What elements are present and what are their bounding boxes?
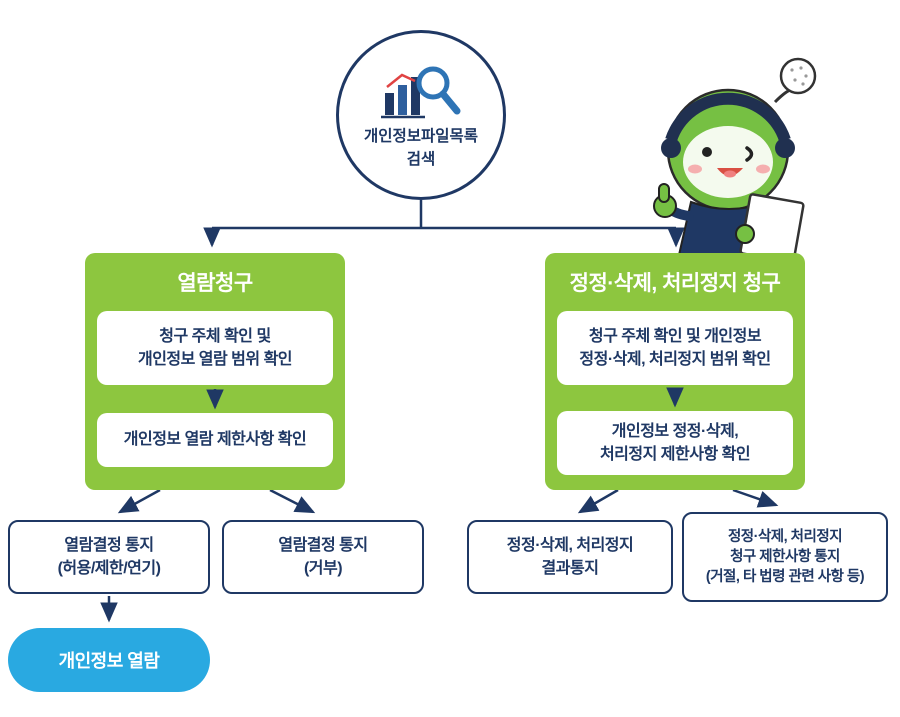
left-branch-title: 열람청구	[177, 272, 253, 295]
result-pill: 개인정보 열람	[8, 628, 210, 692]
right-branch-title: 정정·삭제, 처리정지 청구	[569, 272, 781, 295]
root-node-label: 개인정보파일목록 검색	[363, 127, 479, 168]
right-step-1: 청구 주체 확인 및 개인정보 정정·삭제, 처리정지 범위 확인	[557, 311, 793, 385]
chart-search-icon	[381, 66, 461, 118]
left-branch-box: 열람청구 청구 주체 확인 및 개인정보 열람 범위 확인 개인정보 열람 제한…	[85, 253, 345, 490]
right-outcome-restriction-box: 정정·삭제, 처리정지 청구 제한사항 통지 (거절, 타 법령 관련 사항 등…	[682, 512, 888, 602]
right-outcome-result-box: 정정·삭제, 처리정지 결과통지	[467, 520, 673, 594]
left-outcome-deny-box: 열람결정 통지 (거부)	[222, 520, 424, 594]
right-branch-box: 정정·삭제, 처리정지 청구 청구 주체 확인 및 개인정보 정정·삭제, 처리…	[545, 253, 805, 490]
right-step-2: 개인정보 정정·삭제, 처리정지 제한사항 확인	[557, 411, 793, 475]
mascot-character-illustration	[653, 57, 817, 255]
left-step-2: 개인정보 열람 제한사항 확인	[97, 413, 333, 467]
root-node: 개인정보파일목록 검색	[336, 30, 506, 200]
left-outcome-allow-box: 열람결정 통지 (허용/제한/연기)	[8, 520, 210, 594]
left-step-1: 청구 주체 확인 및 개인정보 열람 범위 확인	[97, 311, 333, 385]
